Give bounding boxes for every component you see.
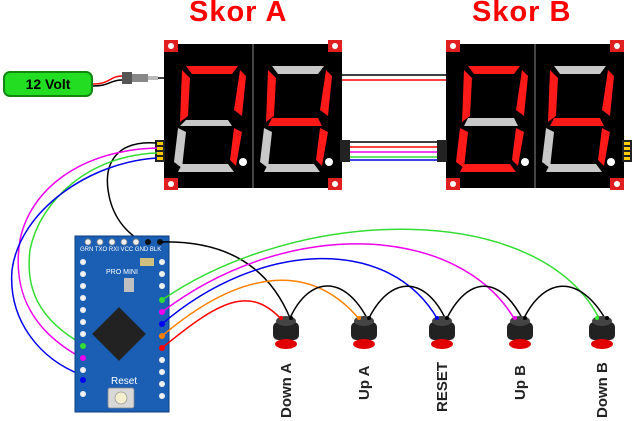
board-header-pins	[84, 238, 163, 246]
mount-hole-icon	[446, 40, 624, 190]
digit-b-tens	[456, 66, 529, 172]
button-label-down-b: Down B	[594, 362, 611, 418]
board-left-pins	[80, 259, 86, 397]
display-panel-b	[437, 40, 632, 190]
board-reset-label: Reset	[111, 376, 137, 387]
digit-a-ones	[260, 66, 333, 172]
button-up-a[interactable]	[351, 316, 377, 349]
board-name: PRO MINI	[106, 269, 138, 276]
mount-hole-icon	[164, 40, 342, 190]
regulator-icon	[124, 278, 134, 292]
button-reset[interactable]	[429, 316, 455, 349]
display-panel-a	[155, 40, 350, 190]
button-label-reset: RESET	[434, 362, 451, 412]
arduino-pro-mini-board: GRN TXO RXI VCC GND BLK PRO MINI Reset	[74, 235, 170, 413]
power-plug-icon	[92, 72, 164, 87]
power-supply-label: 12 Volt	[3, 71, 93, 97]
panel-link-wires	[342, 74, 446, 161]
button-up-b[interactable]	[507, 316, 533, 349]
digit-a-tens	[174, 66, 247, 172]
display-a-header	[155, 140, 350, 162]
button-label-down-a: Down A	[278, 363, 295, 418]
reset-switch-knob-icon	[114, 391, 128, 405]
display-b-header	[437, 140, 632, 162]
board-header-labels: GRN TXO RXI VCC GND BLK	[80, 247, 161, 253]
score-a-title: Skor A	[189, 0, 288, 28]
score-b-title: Skor B	[472, 0, 572, 28]
microcontroller-chip-icon	[92, 307, 146, 361]
button-down-b[interactable]	[589, 316, 615, 349]
button-label-up-b: Up B	[512, 365, 529, 400]
led-icon	[140, 258, 154, 266]
button-wires	[159, 228, 607, 349]
button-label-up-a: Up A	[356, 365, 373, 400]
button-down-a[interactable]	[273, 316, 299, 349]
digit-b-ones	[542, 66, 615, 172]
